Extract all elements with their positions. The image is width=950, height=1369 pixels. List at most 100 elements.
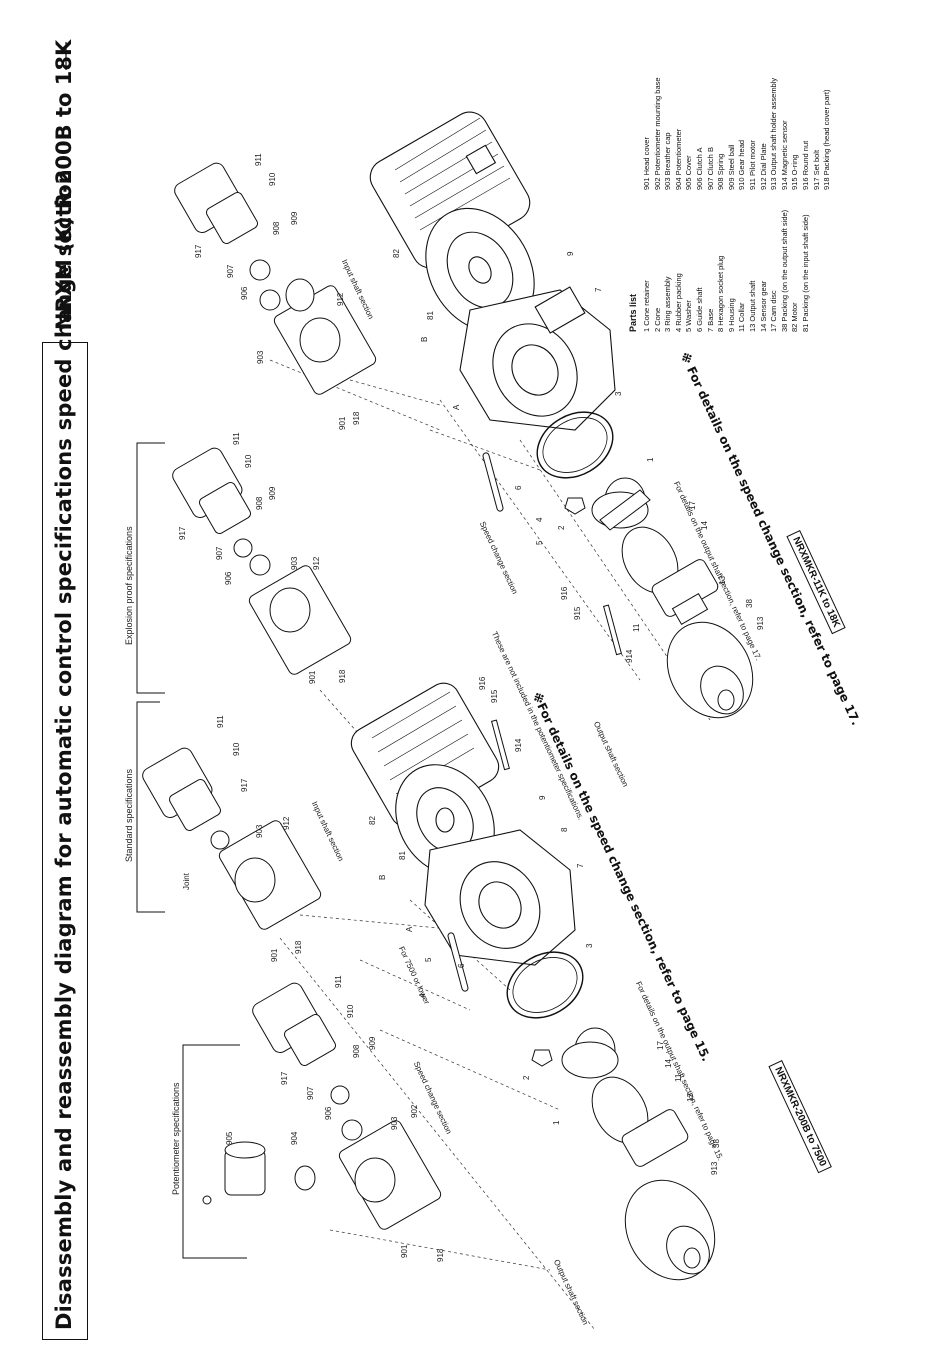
callout-907: 907 — [306, 1086, 315, 1100]
parts-item: 904 Potentiometer — [673, 128, 683, 190]
callout-903: 903 — [290, 556, 299, 570]
callout-908: 908 — [255, 496, 264, 510]
callout-915: 915 — [490, 689, 499, 703]
callout-913: 913 — [710, 1161, 719, 1175]
callout-1: 1 — [552, 1120, 561, 1125]
head-explosion-proof — [172, 447, 352, 675]
main-title-frame — [42, 342, 88, 1340]
output-shaft-upper — [621, 526, 719, 625]
callout-916: 916 — [478, 676, 487, 690]
callout-917: 917 — [240, 778, 249, 792]
section-potentiometer: Potentiometer specifications — [171, 1082, 181, 1195]
callout-38: 38 — [712, 1139, 721, 1148]
callout-911: 911 — [334, 975, 343, 988]
head-upper-input — [174, 162, 377, 395]
callout-918: 918 — [436, 1248, 445, 1262]
callout-917: 917 — [194, 244, 203, 258]
callout-909: 909 — [290, 211, 299, 225]
callout-38: 38 — [745, 599, 754, 608]
callout-6: 6 — [457, 963, 466, 968]
callout-4: 4 — [535, 517, 544, 522]
callout-914: 914 — [514, 738, 523, 752]
callout-901: 901 — [270, 948, 279, 962]
parts-item: 914 Magnetic sensor — [779, 120, 789, 190]
head-standard — [142, 747, 322, 930]
callout-904: 904 — [290, 1131, 299, 1145]
callout-joint: Joint — [182, 873, 191, 890]
callout-902: 902 — [410, 1104, 419, 1118]
callout-917: 917 — [280, 1071, 289, 1085]
callout-6: 6 — [514, 485, 523, 490]
callout-17: 17 — [656, 1041, 665, 1050]
callout-81: 81 — [426, 311, 435, 320]
parts-item: 917 Set bolt — [811, 149, 821, 190]
callout-17: 17 — [688, 501, 697, 510]
callout-82: 82 — [392, 249, 401, 258]
callout-918: 918 — [338, 669, 347, 683]
callout-2: 2 — [522, 1075, 531, 1080]
parts-item: 901 Head cover — [642, 137, 651, 190]
callout-912: 912 — [312, 556, 321, 570]
callout-B: B — [378, 874, 387, 880]
parts-item: 918 Packing (head cover part) — [822, 89, 832, 190]
callout-903: 903 — [256, 350, 265, 364]
callout-909: 909 — [268, 486, 277, 500]
callout-910: 910 — [268, 172, 277, 186]
callout-11: 11 — [674, 1073, 683, 1082]
motor-upper — [369, 111, 535, 333]
parts-item: 910 Gear head — [737, 139, 747, 190]
section-standard: Standard specifications — [124, 768, 134, 862]
callout-909: 909 — [368, 1036, 377, 1050]
callout-911: 911 — [216, 715, 225, 728]
callout-B: B — [420, 336, 429, 342]
output-holder-lower — [624, 1179, 716, 1281]
parts-item: 916 Round nut — [800, 140, 810, 190]
callout-82: 82 — [368, 816, 377, 825]
callout-903: 903 — [255, 824, 264, 838]
callout-A: A — [405, 926, 414, 932]
output-holder-upper — [666, 621, 754, 719]
callout-11: 11 — [632, 623, 641, 632]
callout-81: 81 — [398, 851, 407, 860]
callout-13: 13 — [718, 576, 727, 585]
callout-A: A — [452, 404, 461, 410]
parts-item: 911 Pilot motor — [747, 140, 757, 190]
callout-912: 912 — [336, 292, 345, 306]
callout-7: 7 — [576, 863, 585, 868]
parts-item: 915 O-ring — [790, 154, 800, 190]
callout-911: 911 — [254, 153, 263, 166]
callout-916: 916 — [560, 586, 569, 600]
callout-903: 903 — [390, 1116, 399, 1130]
callout-9: 9 — [538, 795, 547, 800]
callout-911: 911 — [232, 432, 241, 445]
parts-item: 905 Cover — [684, 155, 694, 190]
callout-905: 905 — [225, 1131, 234, 1145]
cone-retainer-lower — [561, 1027, 619, 1079]
head-potentiometer — [202, 982, 442, 1230]
callout-2: 2 — [557, 525, 566, 530]
parts-list-title: Parts list — [628, 293, 638, 332]
callout-912: 912 — [282, 816, 291, 830]
callout-4: 4 — [418, 993, 427, 998]
parts-item: 913 Output shaft holder assembly — [769, 77, 779, 190]
parts-item: 903 Breather cap — [663, 132, 673, 190]
callout-901: 901 — [338, 416, 347, 430]
parts-list-col2: 901 Head cover 902 Potentiometer mountin… — [642, 40, 833, 190]
callout-5: 5 — [535, 540, 544, 545]
section-explosion-proof: Explosion proof specifications — [124, 526, 134, 645]
parts-item: 902 Potentiometer mounting base — [652, 77, 662, 190]
callout-901: 901 — [400, 1244, 409, 1258]
callout-917: 917 — [178, 526, 187, 540]
parts-item: 908 Spring — [716, 153, 726, 190]
callout-1: 1 — [646, 457, 655, 462]
callout-918: 918 — [294, 940, 303, 954]
callout-8: 8 — [560, 827, 569, 832]
callout-913: 913 — [756, 616, 765, 630]
output-shaft-lower — [591, 1076, 689, 1167]
cone-retainer-upper — [591, 477, 651, 531]
callout-9: 9 — [566, 251, 575, 256]
callout-906: 906 — [240, 286, 249, 300]
callout-918: 918 — [352, 411, 361, 425]
callout-915: 915 — [573, 606, 582, 620]
